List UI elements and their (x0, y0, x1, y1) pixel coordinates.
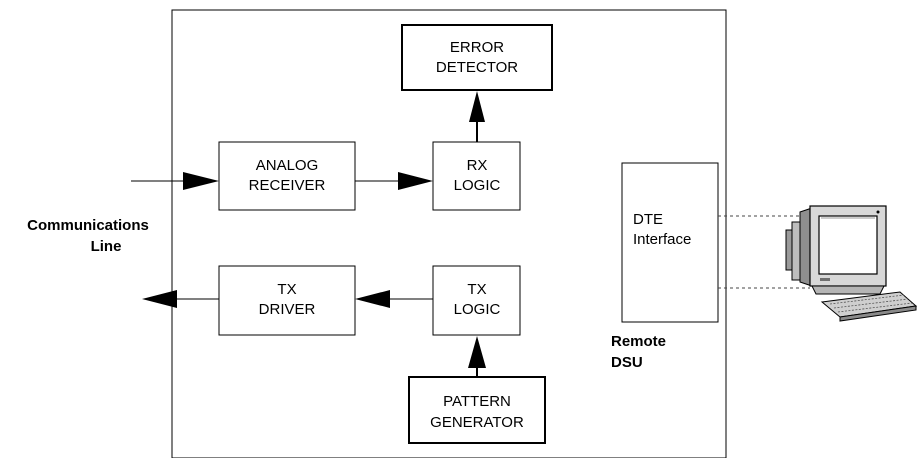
pattern-generator-label-line1: PATTERN (443, 393, 511, 410)
dte-interface-block: DTE Interface (621, 162, 719, 323)
line-out-arrow (142, 290, 219, 308)
communications-line-label-line1: Communications (27, 217, 149, 234)
remote-dsu-label-line1: Remote (611, 333, 666, 350)
tx-driver-label-line1: TX (277, 281, 296, 298)
analog-receiver-label-line2: RECEIVER (249, 177, 326, 194)
error-detector-label-line2: DETECTOR (436, 59, 518, 76)
error-detector-label-line1: ERROR (450, 39, 504, 56)
communications-line-label: Communications Line (27, 217, 149, 255)
remote-dsu-label: Remote DSU (611, 333, 666, 371)
error-detector-block: ERROR DETECTOR (401, 24, 553, 91)
rx-logic-to-error-detector-arrow (469, 91, 485, 142)
rx-logic-label-line1: RX (467, 157, 488, 174)
rx-logic-block: RX LOGIC (432, 141, 521, 211)
rx-logic-label-line2: LOGIC (454, 177, 501, 194)
pattern-generator-block: PATTERN GENERATOR (408, 376, 546, 444)
tx-logic-label-line1: TX (467, 281, 486, 298)
dte-interface-label-line1: DTE (633, 211, 663, 228)
pattern-generator-label-line2: GENERATOR (430, 414, 524, 431)
remote-dsu-label-line2: DSU (611, 354, 643, 371)
tx-driver-block: TX DRIVER (218, 265, 356, 336)
tx-logic-label-line2: LOGIC (454, 301, 501, 318)
tx-logic-block: TX LOGIC (432, 265, 521, 336)
pattern-generator-to-tx-logic-arrow (468, 336, 486, 377)
line-in-arrow (131, 172, 219, 190)
communications-line-label-line2: Line (91, 238, 122, 255)
tx-logic-to-driver-arrow (355, 290, 433, 308)
dte-interface-label-line2: Interface (633, 231, 691, 248)
unit-boundary (171, 9, 727, 458)
analog-receiver-block: ANALOG RECEIVER (218, 141, 356, 211)
receiver-to-rx-logic-arrow (355, 172, 433, 190)
computer-terminal-icon (785, 205, 918, 322)
analog-receiver-label-line1: ANALOG (256, 157, 319, 174)
tx-driver-label-line2: DRIVER (259, 301, 316, 318)
